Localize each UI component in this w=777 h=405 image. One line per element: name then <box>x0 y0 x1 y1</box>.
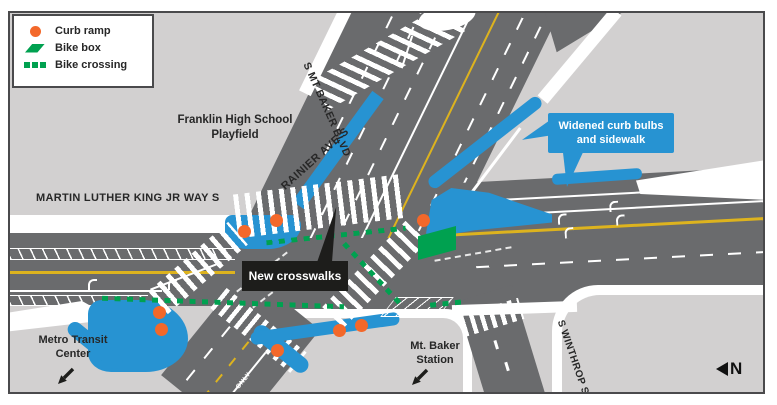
compass-label: N <box>730 359 743 378</box>
curb-ramp-dot <box>153 306 166 319</box>
bike-crossing-icon <box>22 62 48 68</box>
legend: Curb ramp Bike box Bike crossing <box>12 14 154 88</box>
winthrop-block <box>562 295 763 392</box>
center-line-yellow <box>10 271 247 274</box>
curb-ramp-layer <box>10 13 763 392</box>
legend-item-bike-crossing: Bike crossing <box>22 59 144 71</box>
curb-ramp-dot <box>270 214 283 227</box>
mlk-north-sidewalk <box>10 215 242 233</box>
lane-line <box>10 290 162 292</box>
legend-label: Bike crossing <box>55 59 128 71</box>
curb-ramp-dot <box>271 344 284 357</box>
crosswalks-callout: New crosswalks <box>242 261 348 291</box>
north-compass: N <box>716 359 742 379</box>
street-improvement-map: ONLY <box>8 11 765 394</box>
station-arrow-icon <box>408 365 432 392</box>
curb-ramp-dot <box>355 319 368 332</box>
north-arrow-icon <box>716 362 728 376</box>
turn-arrow-marking <box>88 279 97 290</box>
median-hatch-marking <box>10 248 238 260</box>
legend-item-bike-box: Bike box <box>22 42 144 54</box>
legend-label: Bike box <box>55 42 101 54</box>
bike-box-icon <box>22 43 48 53</box>
metro-arrow-icon <box>54 364 78 392</box>
legend-item-curb-ramp: Curb ramp <box>22 25 144 37</box>
legend-label: Curb ramp <box>55 25 111 37</box>
curb-ramp-dot <box>155 323 168 336</box>
curb-ramp-icon <box>22 25 48 37</box>
curb-ramp-dot <box>333 324 346 337</box>
curb-ramp-dot <box>238 225 251 238</box>
curb-ramp-dot <box>417 214 430 227</box>
mlk-street-label: MARTIN LUTHER KING JR WAY S <box>36 192 220 204</box>
